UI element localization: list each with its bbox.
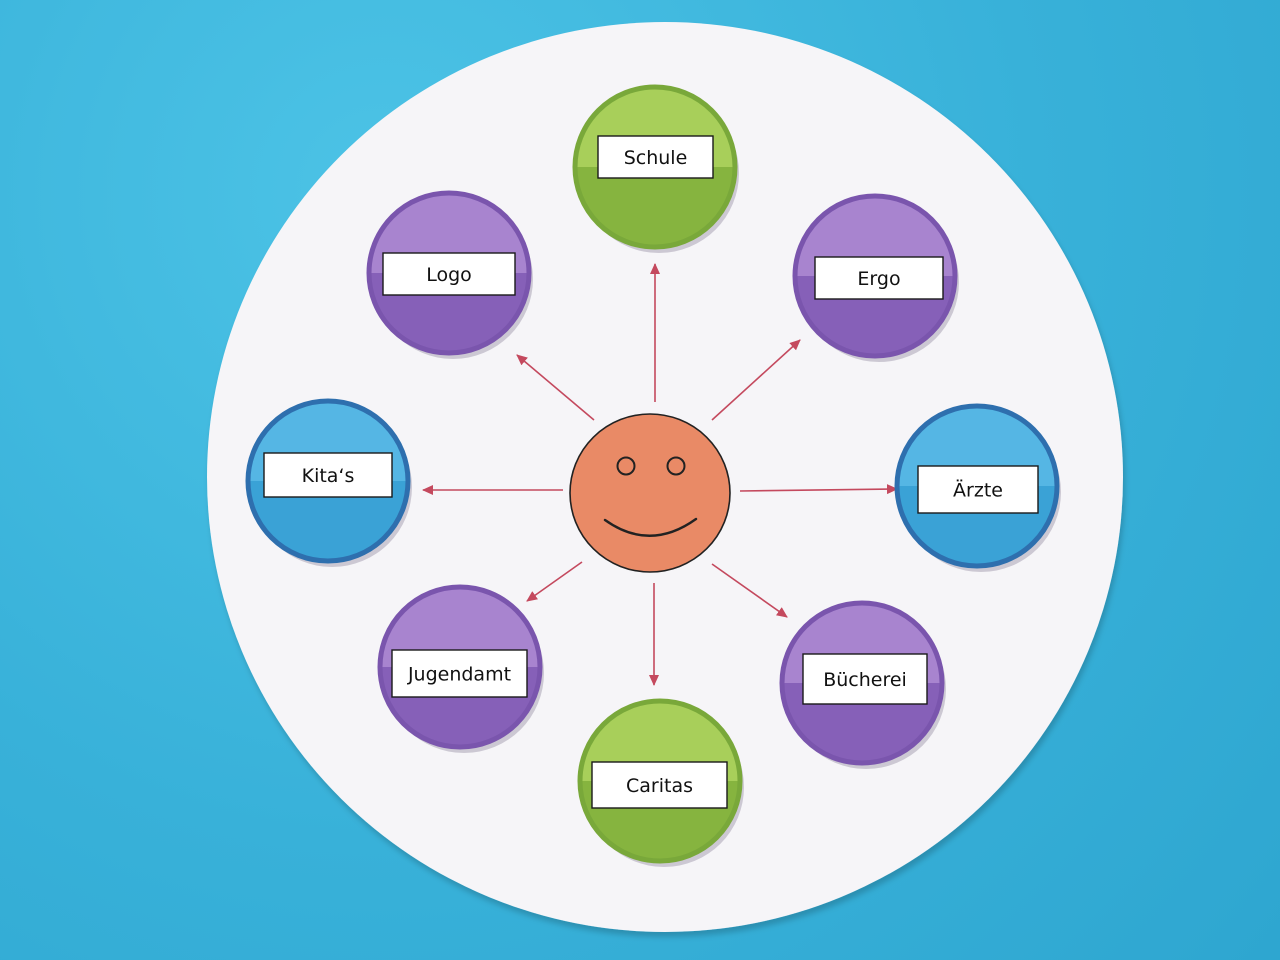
node-label-ergo: Ergo bbox=[857, 268, 900, 290]
node-label-box bbox=[597, 135, 714, 179]
node-schule: Schule bbox=[572, 84, 739, 253]
node-label-box bbox=[382, 252, 516, 296]
arrow-to-aerzte bbox=[739, 484, 898, 495]
node-ergo: Ergo bbox=[792, 193, 959, 362]
node-kitas: Kita‘s bbox=[245, 398, 412, 567]
node-label-logo: Logo bbox=[426, 264, 472, 286]
node-aerzte: Ärzte bbox=[894, 403, 1061, 572]
node-label-box bbox=[591, 761, 728, 809]
arrow-to-ergo bbox=[711, 339, 801, 421]
node-caritas: Caritas bbox=[577, 698, 744, 867]
arrow-to-logo bbox=[516, 354, 595, 421]
node-label-buecherei: Bücherei bbox=[823, 669, 907, 691]
node-logo: Logo bbox=[366, 190, 533, 359]
node-label-box bbox=[917, 465, 1039, 514]
node-label-box bbox=[802, 653, 928, 705]
node-label-box bbox=[814, 256, 944, 300]
node-label-kitas: Kita‘s bbox=[302, 465, 355, 487]
node-label-jugendamt: Jugendamt bbox=[407, 664, 511, 686]
node-jugendamt: Jugendamt bbox=[377, 584, 544, 753]
node-buecherei: Bücherei bbox=[779, 600, 946, 769]
node-label-schule: Schule bbox=[624, 147, 688, 169]
node-label-caritas: Caritas bbox=[626, 775, 693, 797]
node-label-box bbox=[391, 649, 528, 698]
node-label-aerzte: Ärzte bbox=[953, 479, 1003, 502]
arrows-group bbox=[422, 263, 898, 686]
node-label-box bbox=[263, 452, 393, 498]
arrow-to-jugendamt bbox=[526, 561, 583, 602]
arrow-to-buecherei bbox=[711, 563, 788, 618]
smiley-face-icon bbox=[569, 413, 731, 573]
